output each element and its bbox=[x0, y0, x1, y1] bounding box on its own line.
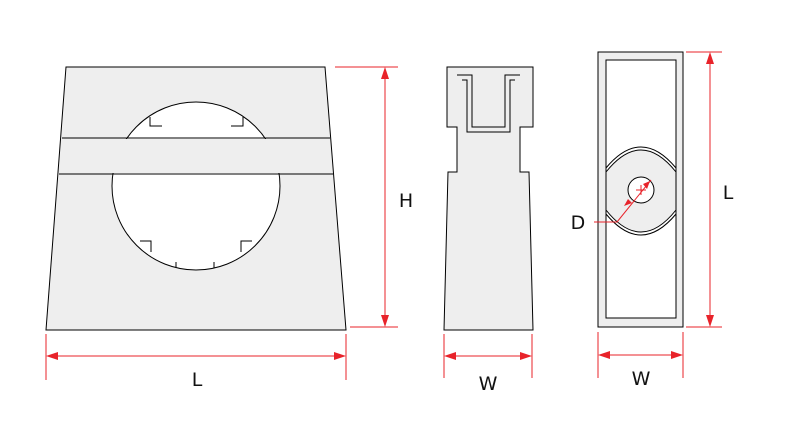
front-bore-gap bbox=[100, 139, 292, 173]
top-width-label: W bbox=[632, 368, 651, 390]
dimension-front-width: L bbox=[45, 334, 347, 391]
side-view-channel bbox=[457, 74, 520, 128]
front-tab-top-left bbox=[149, 117, 162, 127]
dimension-top-length: L bbox=[686, 51, 734, 328]
front-tab-bottom-left bbox=[140, 240, 152, 252]
front-tab-bottom-right bbox=[240, 240, 252, 252]
front-width-label: L bbox=[192, 369, 203, 391]
dimension-height: H bbox=[335, 66, 413, 328]
side-view-body bbox=[443, 66, 534, 331]
front-tab-top-right bbox=[231, 117, 244, 127]
dimension-diameter: D bbox=[571, 179, 652, 234]
dimension-side-width: W bbox=[443, 334, 533, 395]
front-bore-circle bbox=[111, 101, 281, 271]
side-view-channel-inner bbox=[462, 79, 515, 133]
height-label: H bbox=[399, 190, 413, 212]
dimension-top-width: W bbox=[597, 332, 684, 390]
front-view bbox=[45, 66, 347, 331]
top-view-lens-upper-arc bbox=[605, 146, 677, 169]
top-length-label: L bbox=[723, 182, 734, 204]
diameter-label: D bbox=[571, 212, 586, 234]
side-width-label: W bbox=[479, 373, 498, 395]
top-view bbox=[597, 51, 684, 328]
side-view bbox=[443, 66, 534, 331]
